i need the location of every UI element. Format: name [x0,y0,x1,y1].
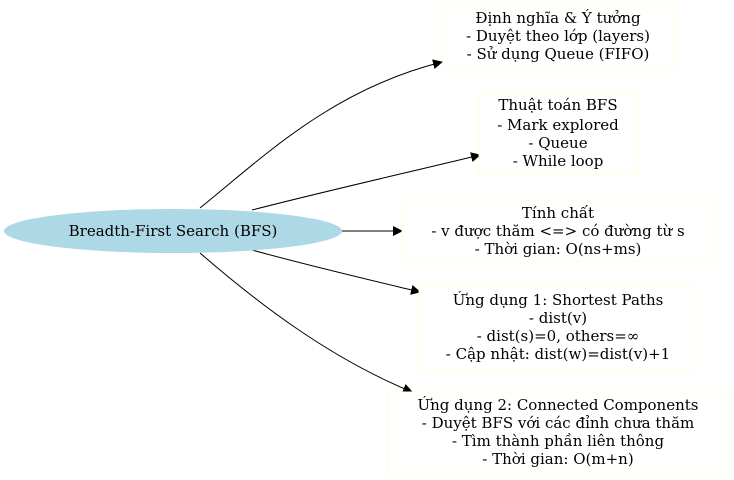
node-line: - While loop [513,152,604,170]
node-box [401,199,715,263]
node-properties: Tính chất - v được thăm <=> có đường từ … [401,199,715,263]
node-line: - Duyệt theo lớp (layers) [466,27,650,45]
node-line: - Sử dụng Queue (FIFO) [467,45,650,63]
edge-to-shortest-paths [251,249,421,295]
node-box [442,3,675,69]
node-box [478,92,639,176]
node-line: - Mark explored [497,116,619,134]
edge-to-algorithm [251,152,481,211]
edge-to-definition [199,59,443,209]
node-connected-components: Ứng dụng 2: Connected Components - Duyệt… [387,391,729,475]
root-label: Breadth-First Search (BFS) [69,222,278,240]
edge-to-connected-components [199,252,413,394]
node-shortest-paths: Ứng dụng 1: Shortest Paths - dist(v) - d… [418,284,697,370]
node-line: Ứng dụng 2: Connected Components [417,396,698,414]
node-line: Định nghĩa & Ý tưởng [475,9,641,27]
node-algorithm: Thuật toán BFS - Mark explored - Queue -… [478,92,639,176]
node-line: - Thời gian: O(ns+ms) [475,240,642,258]
root-ellipse [4,209,342,253]
node-line: Thuật toán BFS [498,96,617,114]
node-definition: Định nghĩa & Ý tưởng - Duyệt theo lớp (l… [442,3,675,69]
node-line: - Queue [528,134,587,152]
node-line: - Tìm thành phần liên thông [452,432,665,450]
node-line: - Thời gian: O(m+n) [482,450,633,468]
node-line: - v được thăm <=> có đường từ s [431,222,684,240]
node-line: Tính chất [522,204,594,222]
node-line: Ứng dụng 1: Shortest Paths [453,291,664,309]
edges [199,59,481,394]
node-box [418,284,697,370]
node-line: - dist(s)=0, others=∞ [477,327,640,345]
node-line: - Cập nhật: dist(w)=dist(v)+1 [446,345,670,363]
node-line: - Duyệt BFS với các đỉnh chưa thăm [422,414,695,432]
node-line: - dist(v) [529,309,587,327]
root-node: Breadth-First Search (BFS) [4,209,342,253]
node-box [387,391,729,475]
